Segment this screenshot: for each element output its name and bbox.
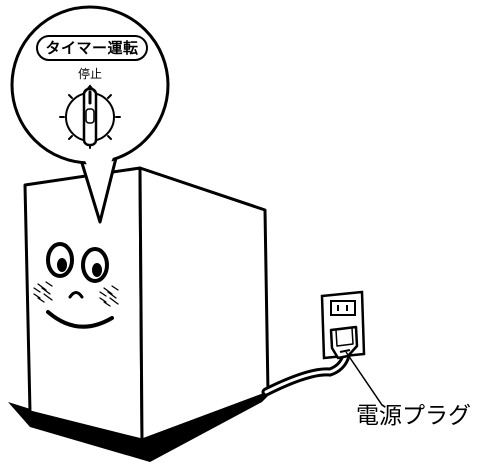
mouth <box>46 310 114 329</box>
box-front-face <box>23 166 144 442</box>
stop-label: 停止 <box>78 67 103 81</box>
face <box>33 242 119 329</box>
floor-shadow <box>8 392 272 462</box>
right-eye <box>81 247 109 283</box>
right-cheek <box>99 285 119 307</box>
plug-leader-line <box>345 351 383 406</box>
box-side-face <box>138 166 270 442</box>
nose <box>68 291 84 299</box>
left-eye <box>46 242 74 278</box>
appliance-box <box>23 166 270 442</box>
timer-operation-label: タイマー運転 <box>36 35 148 61</box>
left-cheek <box>33 281 53 303</box>
power-cord <box>261 351 351 397</box>
timer-knob-icon <box>59 84 121 149</box>
power-plug-label: 電源プラグ <box>356 403 471 429</box>
